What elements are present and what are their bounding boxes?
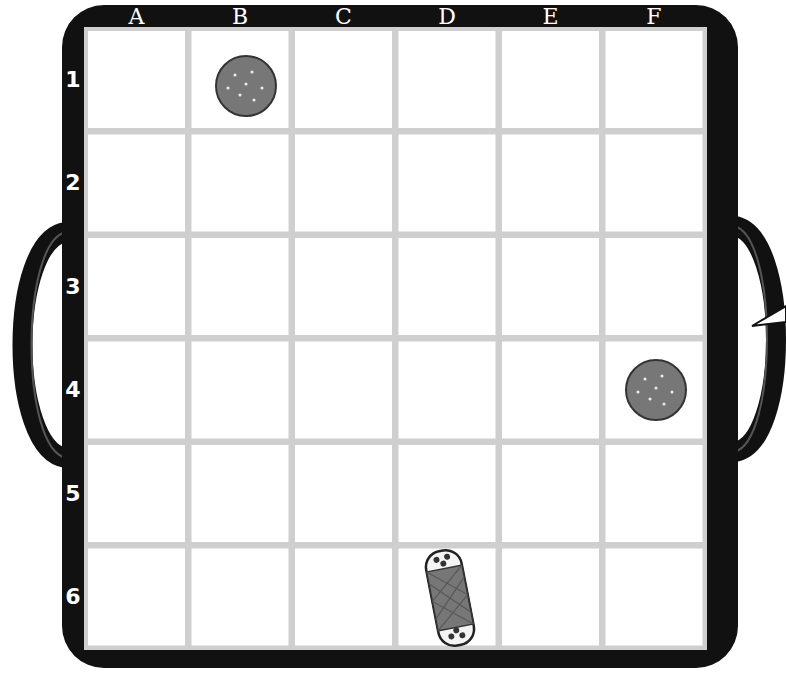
grid-cell (192, 31, 289, 128)
grid-cell (192, 342, 289, 439)
grid-cell (295, 238, 392, 335)
column-label: B (232, 6, 248, 28)
meatball (626, 360, 686, 420)
grid-cell (192, 445, 289, 542)
column-label: A (129, 6, 145, 28)
row-label: 3 (65, 276, 80, 298)
grid-cell (295, 445, 392, 542)
grid-cell (606, 549, 703, 646)
left-handle (23, 232, 67, 458)
grid-cell (502, 238, 599, 335)
grid-cell (295, 549, 392, 646)
grid-cell (88, 549, 185, 646)
grid-cell (192, 135, 289, 232)
row-label: 5 (65, 483, 80, 505)
grid-cell (502, 31, 599, 128)
left-handle-edge (32, 232, 67, 458)
grid-cell (192, 549, 289, 646)
grid-cell (606, 238, 703, 335)
grid-cell (606, 342, 703, 439)
grid-cell (295, 135, 392, 232)
board-frame (62, 5, 738, 668)
right-handle-edge (734, 226, 767, 452)
column-label: E (542, 6, 558, 28)
grid-cell (502, 549, 599, 646)
grid-cell (502, 135, 599, 232)
grid-cell (399, 342, 496, 439)
row-label: 2 (65, 172, 80, 194)
grid-cell (192, 238, 289, 335)
grid-cell (399, 31, 496, 128)
grid-cell (295, 342, 392, 439)
right-handle (734, 226, 776, 452)
grid-cell (88, 342, 185, 439)
grid-cell (88, 135, 185, 232)
grid-cell (606, 31, 703, 128)
grid-cells (88, 31, 703, 646)
row-label: 1 (65, 69, 80, 91)
column-label: C (335, 6, 352, 28)
grid-cell (399, 135, 496, 232)
grid-cell (88, 31, 185, 128)
meatball (216, 56, 276, 116)
grid-cell (502, 445, 599, 542)
grid-cell (606, 445, 703, 542)
grid-cell (88, 445, 185, 542)
grid-lines (84, 27, 707, 650)
grid-cell (502, 342, 599, 439)
handle-notch (752, 306, 786, 326)
grid-cell (606, 135, 703, 232)
cannoli (423, 547, 477, 648)
column-label: D (438, 6, 456, 28)
row-label: 4 (65, 379, 80, 401)
row-label: 6 (65, 586, 80, 608)
column-label: F (646, 6, 661, 28)
grid-cell (399, 445, 496, 542)
grid-cell (295, 31, 392, 128)
grid-cell (399, 238, 496, 335)
grid-cell (88, 238, 185, 335)
